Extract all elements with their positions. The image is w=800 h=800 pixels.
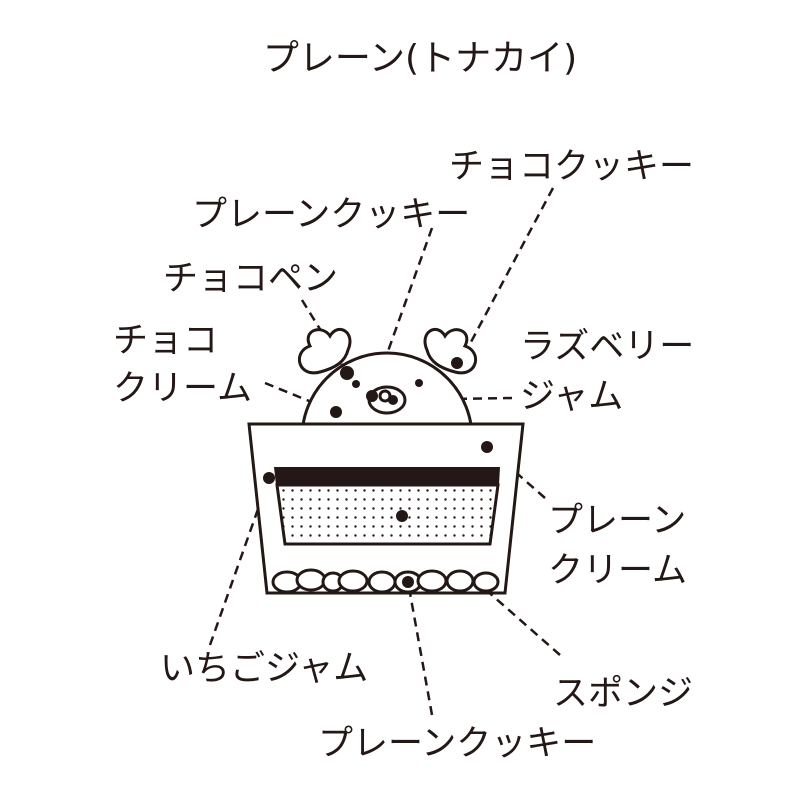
page-title: プレーン(トナカイ) — [263, 38, 577, 79]
label-raspberry-jam-1: ラズベリー — [520, 327, 694, 367]
label-plain-cream-2: クリーム — [548, 551, 687, 591]
marker-dots — [263, 357, 493, 588]
label-sponge: スポンジ — [553, 674, 693, 714]
label-choco-cookie: チョコクッキー — [449, 147, 694, 187]
label-plain-cream-1: プレーン — [548, 501, 686, 541]
sponge-layer — [275, 483, 500, 546]
cup — [247, 422, 525, 595]
left-ear — [298, 328, 352, 375]
leader-plain-cookie-bottom — [406, 581, 434, 716]
choco-layer — [274, 467, 500, 485]
label-choco-pen: チョコペン — [163, 259, 338, 299]
label-choco-cream-2: クリーム — [113, 369, 252, 409]
label-choco-cream-1: チョコ — [113, 321, 218, 361]
leader-raspberry-jam — [392, 396, 513, 402]
leader-choco-cookie — [461, 187, 555, 358]
label-plain-cookie-bottom: プレーンクッキー — [318, 724, 596, 764]
label-plain-cookie-top: プレーンクッキー — [192, 195, 470, 235]
label-strawberry-jam: いちごジャム — [160, 649, 368, 689]
cookie-layer — [271, 568, 500, 594]
label-raspberry-jam-2: ジャム — [520, 377, 623, 417]
